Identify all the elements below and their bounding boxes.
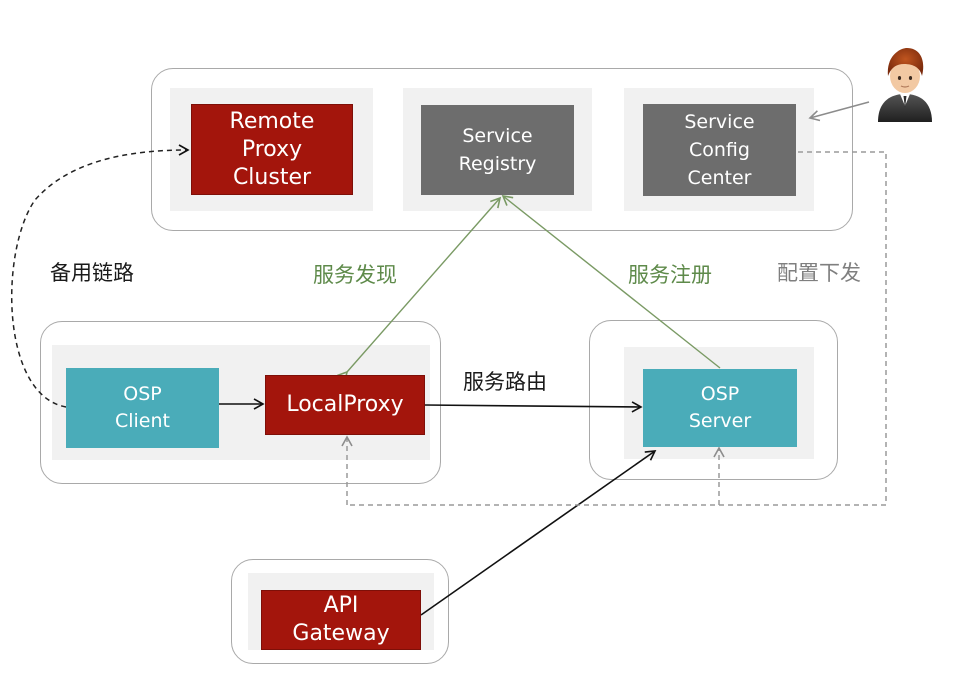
service-routing-arrow bbox=[424, 401, 643, 413]
service-discovery-label: 服务发现 bbox=[313, 263, 397, 287]
remote-proxy-cluster-node: Remote Proxy Cluster bbox=[191, 104, 353, 195]
api-gateway-node: API Gateway bbox=[261, 590, 421, 650]
osp-client-node: OSP Client bbox=[66, 368, 219, 448]
config-distribution-label: 配置下发 bbox=[777, 261, 861, 285]
gateway-to-server-arrow bbox=[420, 450, 657, 616]
service-registration-arrow bbox=[501, 194, 721, 369]
service-routing-label: 服务路由 bbox=[463, 370, 547, 394]
user-to-config-arrow bbox=[808, 101, 870, 122]
service-registry-node: Service Registry bbox=[421, 105, 574, 195]
service-registration-label: 服务注册 bbox=[628, 263, 712, 287]
config-distribution-line bbox=[347, 151, 887, 506]
backup-link-arrow bbox=[10, 144, 190, 408]
service-discovery-arrow bbox=[337, 196, 502, 383]
service-config-center-node: Service Config Center bbox=[643, 104, 796, 196]
user-avatar-icon bbox=[878, 48, 932, 122]
local-proxy-node: LocalProxy bbox=[265, 375, 425, 435]
osp-server-node: OSP Server bbox=[643, 369, 797, 447]
backup-link-label: 备用链路 bbox=[50, 261, 134, 285]
